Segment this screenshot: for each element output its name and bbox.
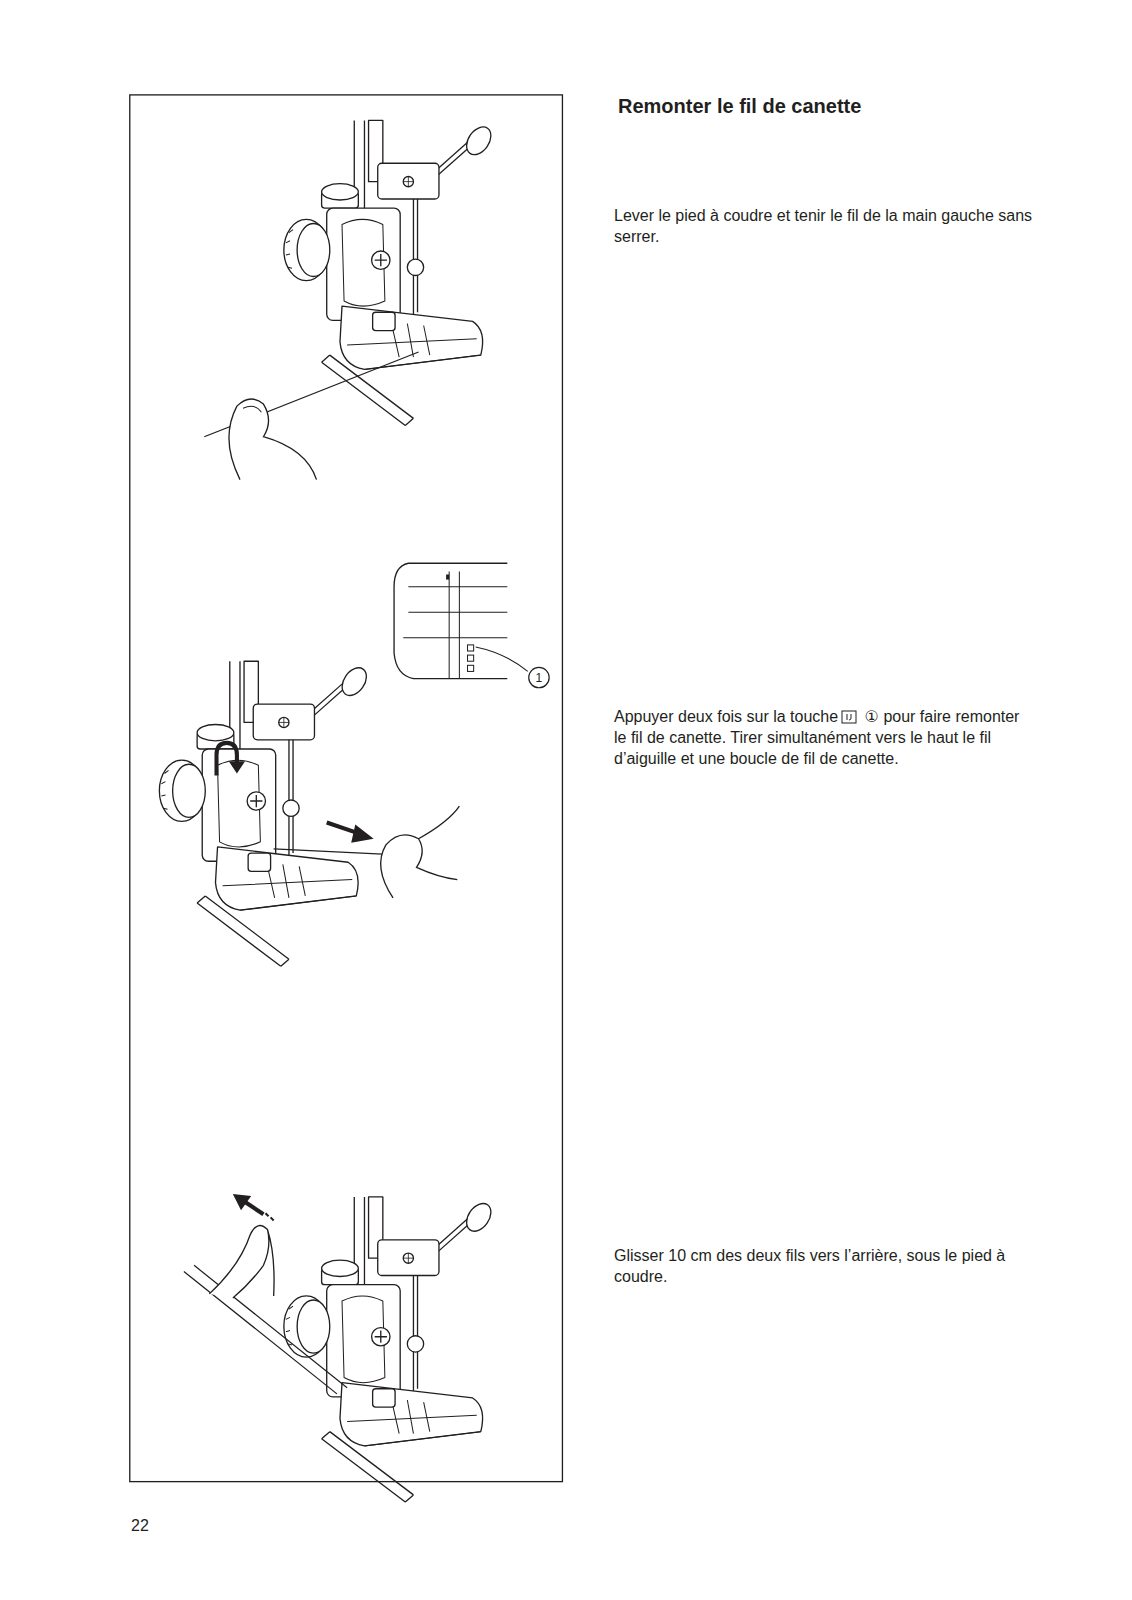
instruction-paragraph: Appuyer deux fois sur la touche ① pour f… [614, 707, 1034, 769]
callout-number: 1 [532, 672, 546, 684]
instruction-text: Appuyer deux fois sur la touche [614, 708, 838, 725]
page-number: 22 [131, 1516, 149, 1537]
instruction-text: Lever le pied à coudre et tenir le fil d… [614, 206, 1034, 248]
instruction-text: Glisser 10 cm des deux fils vers l’arriè… [614, 1246, 1034, 1288]
page-title: Remonter le fil de canette [618, 94, 861, 118]
key-icon [841, 710, 857, 724]
